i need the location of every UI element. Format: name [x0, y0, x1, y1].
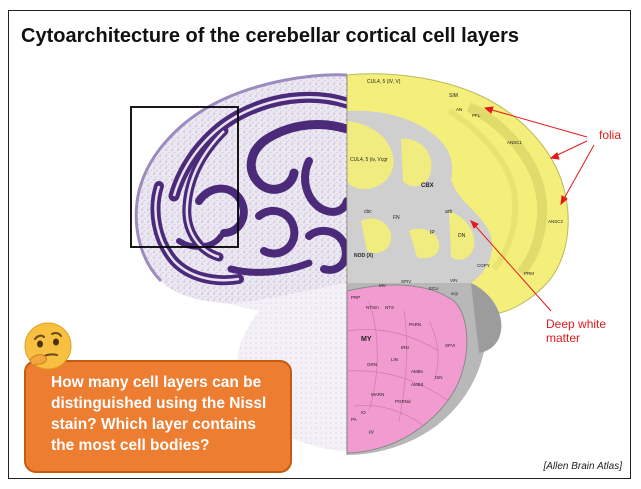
atlas-labels: CUL4, 5 (IV, V) SIM AN PFL ANSC1 CUL4, 5… — [350, 79, 564, 434]
deep-white-matter-label: Deep white matter — [546, 317, 609, 345]
folia-label: folia — [599, 128, 621, 142]
question-callout: How many cell layers can be distinguishe… — [24, 360, 292, 473]
label-spvi: SPVI — [445, 343, 455, 348]
label-marn: MARN — [371, 392, 384, 397]
label-pa: PA — [351, 417, 357, 422]
label-ansc1: ANSC1 — [507, 140, 523, 145]
deep-white-matter-line2: matter — [546, 331, 580, 345]
label-ambd: AMBd — [411, 382, 424, 387]
label-nod: NOD (X) — [354, 253, 374, 259]
label-ecu: ECU — [429, 286, 439, 291]
label-cbx: CBX — [421, 183, 434, 189]
source-credit: [Allen Brain Atlas] — [543, 461, 622, 472]
label-nts: NTS — [385, 305, 394, 310]
label-pgrnd: PGRNd — [395, 399, 411, 404]
label-sim: SIM — [449, 93, 458, 99]
label-py: py — [369, 429, 375, 434]
label-mv: MV — [379, 283, 386, 288]
label-cul45-left: CUL4, 5 (iv, Vcgr — [350, 157, 388, 163]
label-io: IO — [361, 410, 366, 415]
slide-frame: Cytoarchitecture of the cerebellar corti… — [8, 10, 631, 479]
label-ntsm: NTSm — [366, 305, 379, 310]
thinking-face-icon — [24, 322, 72, 370]
label-isn: ISN — [435, 375, 443, 380]
label-ansc2: ANSC2 — [548, 219, 564, 224]
label-scp: scp — [451, 291, 459, 296]
label-prp: PRP — [351, 295, 360, 300]
label-pfl: PFL — [472, 113, 481, 118]
deep-white-matter-line1: Deep white — [546, 317, 606, 331]
label-irn: IRN — [401, 345, 409, 350]
annotation-arrows — [470, 106, 595, 312]
label-my: MY — [361, 336, 372, 343]
label-parn: PARN — [409, 322, 421, 327]
label-ambv: AMBv — [411, 369, 424, 374]
label-an: AN — [456, 107, 462, 112]
atlas-section — [346, 73, 569, 455]
page-title: Cytoarchitecture of the cerebellar corti… — [21, 25, 519, 47]
label-ip: IP — [430, 230, 435, 236]
label-lin: LIN — [391, 357, 398, 362]
label-vin: VIN — [450, 278, 458, 283]
label-copy: COPY — [477, 263, 490, 268]
zoom-box — [130, 106, 239, 248]
cerebellum-figure: CUL4, 5 (IV, V) SIM AN PFL ANSC1 CUL4, 5… — [130, 73, 621, 455]
label-dn: DN — [458, 233, 466, 239]
label-grn: GRN — [367, 362, 377, 367]
label-cbc: cbc — [364, 209, 372, 215]
label-prm: PRM — [524, 271, 534, 276]
label-arb: arb — [445, 209, 452, 215]
label-spiv: SPIV — [401, 279, 411, 284]
label-fn: FN — [393, 215, 400, 221]
label-cul45-top: CUL4, 5 (IV, V) — [367, 79, 401, 85]
nissl-section — [130, 73, 353, 452]
